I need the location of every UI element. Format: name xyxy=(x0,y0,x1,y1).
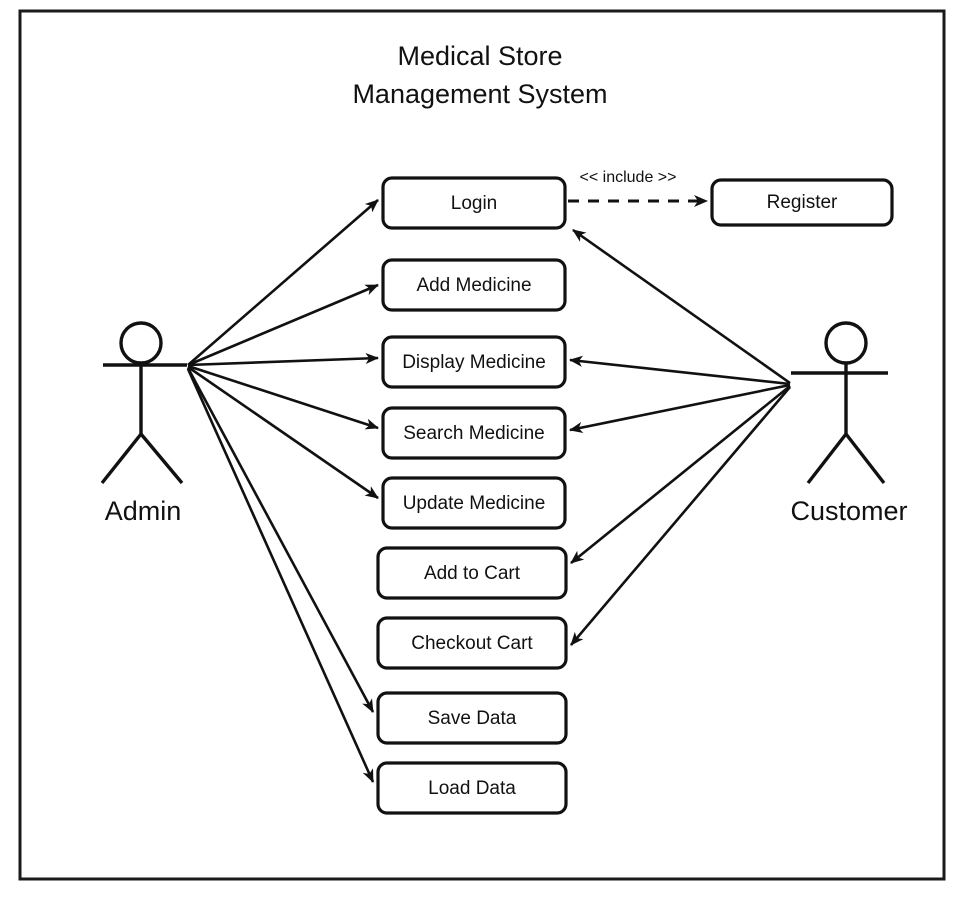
use-case-display-medicine-label: Display Medicine xyxy=(402,352,546,373)
use-case-save-data-box[interactable] xyxy=(376,691,568,745)
actor-customer-label: Customer xyxy=(790,496,907,526)
association-admin-display-medicine[interactable] xyxy=(187,352,379,367)
use-case-add-medicine[interactable]: Add Medicine xyxy=(381,258,567,312)
use-case-update-medicine-box[interactable] xyxy=(381,476,567,530)
use-case-checkout-cart-box[interactable] xyxy=(376,616,568,670)
association-admin-update-medicine[interactable] xyxy=(187,365,379,500)
use-case-load-data[interactable]: Load Data xyxy=(376,761,568,815)
use-case-checkout-cart-label: Checkout Cart xyxy=(411,633,533,654)
association-admin-save-data[interactable] xyxy=(186,367,375,713)
include-stereotype-label: << include >> xyxy=(580,169,677,186)
actor-admin-label: Admin xyxy=(105,496,182,526)
association-admin-add-medicine[interactable] xyxy=(187,283,379,367)
diagram-title-line1: Medical Store xyxy=(397,41,562,71)
actor-customer-right-leg-icon xyxy=(844,432,886,485)
use-case-save-data-label: Save Data xyxy=(428,708,517,729)
actor-admin-right-leg-icon xyxy=(139,432,184,485)
use-case-display-medicine[interactable]: Display Medicine xyxy=(381,335,567,389)
use-case-login-box[interactable] xyxy=(381,176,567,230)
association-admin-login[interactable] xyxy=(187,199,379,366)
include-relationship: << include >> xyxy=(568,169,708,207)
actor-admin[interactable]: Admin xyxy=(100,321,187,526)
use-case-login-label: Login xyxy=(451,193,498,214)
actor-admin-left-leg-icon xyxy=(100,432,143,485)
use-case-add-medicine-box[interactable] xyxy=(381,258,567,312)
use-case-add-to-cart-box[interactable] xyxy=(376,546,568,600)
association-customer-display-medicine[interactable] xyxy=(569,355,791,386)
use-case-update-medicine[interactable]: Update Medicine xyxy=(381,476,567,530)
use-case-login[interactable]: Login xyxy=(381,176,567,230)
actor-customer-left-leg-icon xyxy=(806,432,848,485)
use-case-add-to-cart[interactable]: Add to Cart xyxy=(376,546,568,600)
use-case-update-medicine-label: Update Medicine xyxy=(403,493,546,514)
association-customer-checkout-cart[interactable] xyxy=(570,386,791,646)
association-customer-add-to-cart[interactable] xyxy=(570,384,791,565)
use-case-register[interactable]: Register xyxy=(710,178,894,227)
association-group-customer xyxy=(569,228,791,646)
use-case-add-to-cart-label: Add to Cart xyxy=(424,563,521,584)
association-admin-search-medicine[interactable] xyxy=(187,364,379,430)
use-case-search-medicine[interactable]: Search Medicine xyxy=(381,406,567,460)
use-case-add-medicine-label: Add Medicine xyxy=(416,275,531,296)
diagram-title-line2: Management System xyxy=(352,79,607,109)
actor-customer[interactable]: Customer xyxy=(790,321,908,526)
use-case-checkout-cart[interactable]: Checkout Cart xyxy=(376,616,568,670)
use-case-display-medicine-box[interactable] xyxy=(381,335,567,389)
use-case-register-label: Register xyxy=(767,192,838,213)
use-case-register-box[interactable] xyxy=(710,178,894,227)
association-customer-login[interactable] xyxy=(572,228,791,385)
use-case-search-medicine-box[interactable] xyxy=(381,406,567,460)
use-case-search-medicine-label: Search Medicine xyxy=(403,423,545,444)
association-group-admin xyxy=(186,199,379,783)
association-admin-load-data[interactable] xyxy=(186,368,375,783)
use-case-load-data-label: Load Data xyxy=(428,778,516,799)
use-case-save-data[interactable]: Save Data xyxy=(376,691,568,745)
use-case-boxes: Login Add Medicine Display Medicine Sear… xyxy=(376,176,894,815)
association-customer-search-medicine[interactable] xyxy=(569,383,791,433)
use-case-load-data-box[interactable] xyxy=(376,761,568,815)
